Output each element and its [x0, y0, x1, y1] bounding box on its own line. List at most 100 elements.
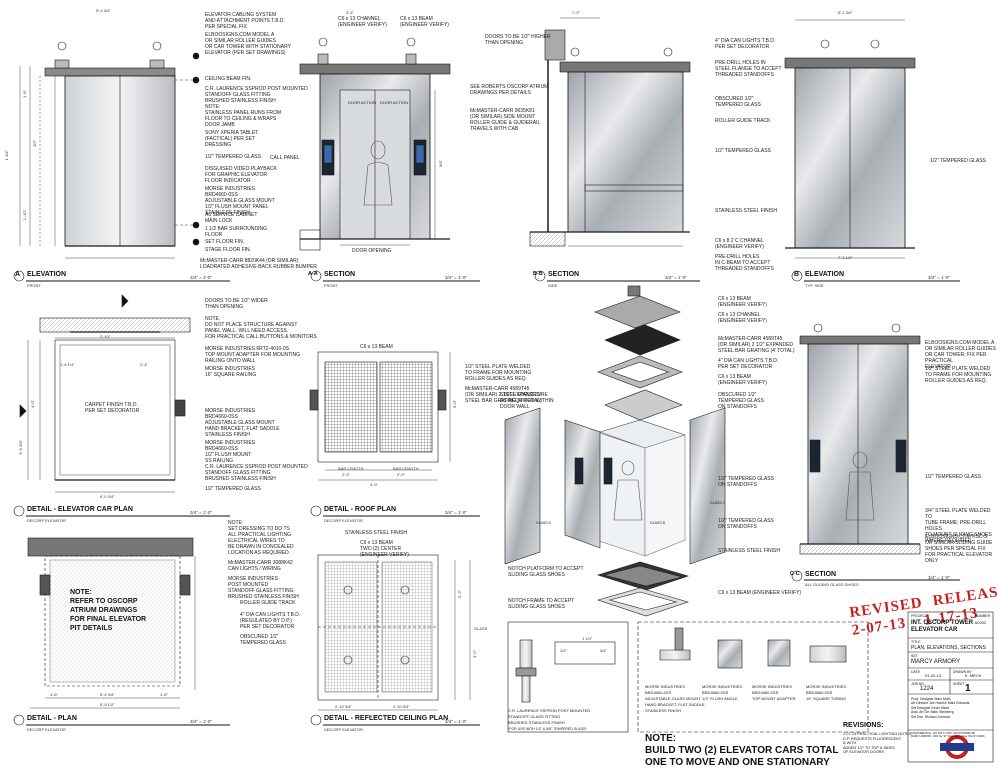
- b-elevation-drawing: [784, 19, 916, 259]
- callout-beam-top: C6 x 13 BEAM (ENGINEER VERIFY): [718, 296, 767, 308]
- tb-address: MARCY ARMORY, 1000 No. ST. Washington, N…: [911, 735, 985, 738]
- callout-stainless-finish: STAINLESS STEEL FINISH: [345, 530, 407, 536]
- tb-sheet-title: PLAN, ELEVATIONS, SECTIONS: [911, 645, 986, 651]
- tb-sheet-no-label: SHEET: [953, 682, 965, 686]
- london-underground-logo: [940, 735, 974, 759]
- dim-plan: 2'-4": [140, 362, 148, 367]
- view-title-a-elevation: ELEVATION: [27, 271, 67, 278]
- tb-sheet-no: 1: [965, 683, 971, 694]
- callout-service-cabinet: A6 SERVICE CABINET MAIN LOCK: [205, 212, 258, 224]
- callout-structure-note: NOTE: DO NOT PLACE STRUCTURE AGAINST PAN…: [205, 316, 317, 340]
- view-scale: 3/4" = 1'-0": [190, 719, 212, 724]
- dim-detail-plan: 5'-4 3/4": [100, 692, 115, 697]
- callout-hand-bracket: MORSE INDUSTRIES BRD4660-0SS ADJUSTABLE …: [645, 684, 705, 713]
- callout-top-mount-adapter: MORSE INDUSTRIES BRD4660-0SS TOP MOUNT A…: [752, 684, 796, 701]
- dim-width: 7'-0": [572, 10, 580, 15]
- tb-code: #0202: [975, 620, 987, 625]
- dim-height: 3/4": [438, 160, 443, 167]
- callout-predrill-beam: PRE-DRILL HOLES IN C-BEAM TO ACCEPT THRE…: [715, 254, 774, 272]
- callout-flush-mount: MORSE INDUSTRIES BRD4660-0SS 1/2" FLUSH …: [205, 440, 256, 464]
- view-title-car-plan: DETAIL - ELEVATOR CAR PLAN: [27, 506, 133, 513]
- callout-beam-bottom: C6 x 13 BEAM (ENGINEER VERIFY): [718, 590, 802, 596]
- dim-height: 1/2": [32, 140, 37, 147]
- callout-atrium-drawings: SEE ROBERTS OSCORP ATRIUM DRAWINGS PER D…: [470, 84, 549, 96]
- view-scale: 3/4" = 1'-0": [445, 275, 467, 280]
- callout-tablet: SONY XPERIA TABLET (FACTICAL) PER SET DR…: [205, 130, 259, 148]
- callout-tempered-glass-a: 1/2" TEMPERED GLASS ON STANDOFFS: [718, 476, 774, 488]
- dim-plan: 6'-0 3/4": [100, 494, 115, 499]
- view-title-b-elevation: ELEVATION: [805, 271, 845, 278]
- roof-plan-drawing: [309, 351, 451, 481]
- callout-sliding-shoes: ELBOOSIGNS.COM KSC-S OR SIMILAR SLIDING …: [925, 534, 993, 564]
- detail-plan-drawing: [27, 537, 196, 709]
- tb-project: INT. OSCORP TOWER ELEVATOR CAR: [911, 620, 974, 633]
- dim-bar-length-right: BAR LENGTH: [393, 466, 419, 471]
- dim-roof: 5'-0": [452, 400, 457, 408]
- callout-crl-fitting: C.R. LAURENCE SSPROD POST MOUNTED STANDO…: [508, 708, 591, 725]
- callout-notch-frame: NOTCH FRAME TO ACCEPT SLIDING GLASS SHOE…: [508, 598, 575, 610]
- tb-job-label: JOB NO.: [911, 682, 926, 686]
- callout-can-lights: 4" DIA CAN LIGHTS T.B.D. PER SET DECORAT…: [715, 38, 776, 50]
- dim-width: 7'-1 1/2": [838, 255, 853, 260]
- view-key-a-a: A-A: [308, 271, 318, 277]
- revision-item: 2-07-13 PRACTICAL LIGHTING NOTES D.P. RE…: [843, 732, 912, 755]
- dim-plan: 5'-6 3/4": [18, 440, 23, 455]
- tb-code-label: NUMBER: [975, 614, 991, 618]
- callout-carpet: CARPET FINISH T.B.D. PER SET DECORATOR: [85, 402, 140, 414]
- callout-roller-track: ROLLER GUIDE TRACK: [240, 600, 296, 606]
- view-title-detail-plan: DETAIL - PLAN: [27, 715, 77, 722]
- callout-side-roller: McMASTER-CARR 9635K81 (OR SIMILAR) SIDE …: [470, 108, 541, 132]
- view-scale: 3/4" = 1'-0": [928, 575, 950, 580]
- hardware-details: [507, 621, 869, 733]
- callout-doors-wider: DOORS TO BE 1/2" WIDER THAN OPENING: [205, 298, 268, 310]
- view-scale: 3/4" = 1'-0": [445, 719, 467, 724]
- view-title-roof-plan: DETAIL - ROOF PLAN: [324, 506, 397, 513]
- view-key-b-b: B-B: [533, 271, 543, 277]
- glass-label-c: GLASS C: [710, 501, 726, 505]
- dim-glass: GLASS: [474, 626, 488, 631]
- callout-set-floor: SET FLOOR FIN.: [205, 239, 245, 245]
- a-a-section-drawing: [299, 37, 451, 251]
- callout-tempered-glass: 1/2" TEMPERED GLASS: [930, 158, 986, 164]
- callout-stainless-note: NOTE: STAINLESS PANEL RUNS FROM FLOOR TO…: [205, 104, 282, 128]
- dim-rcp: 5'-3": [457, 590, 462, 598]
- dim-width: 3'-4": [346, 10, 354, 15]
- glass-label-b: GLASS B: [650, 521, 665, 525]
- callout-door-opening: DOOR OPENING: [352, 248, 392, 254]
- view-sub: SIDE: [548, 283, 558, 288]
- view-sub: FRONT: [324, 283, 338, 288]
- callout-stainless-finish: STAINLESS STEEL FINISH: [718, 548, 780, 554]
- view-sub: TYP. SIDE: [805, 283, 824, 288]
- callout-floor-bar: 1 1/2 BAR SURROUNDING FLOOR: [205, 226, 267, 238]
- callout-tempered-glass-b: 1/2" TEMPERED GLASS ON STANDOFFS: [718, 518, 774, 530]
- glass-label-a: GLASS A: [536, 521, 551, 525]
- callout-ceiling-beam: CEILING BEAM FIN.: [205, 76, 252, 82]
- dim-roof: 2'-0": [397, 472, 405, 477]
- view-sub: DECORP ELEVATOR: [27, 727, 66, 732]
- callout-steel-structure: STEEL STRUCTURE AS REQUIRED WITHIN DOOR …: [500, 392, 554, 410]
- dim-roof: 4'-0": [370, 482, 378, 487]
- callout-roller-track: ROLLER GUIDE TRACK: [715, 118, 771, 124]
- callout-glass-mount: MORSE INDUSTRIES BRD4660-0SS ADJUSTABLE …: [205, 186, 275, 216]
- callout-cabling: ELEVATOR CABLING SYSTEM AND ATTACHMENT P…: [205, 12, 285, 30]
- callout-obscured-glass: OBSCURED 1/2" TEMPERED GLASS: [240, 634, 286, 646]
- callout-standoff-fitting: MORSE INDUSTRIES POST MOUNTED STANDOFF G…: [228, 576, 299, 600]
- callout-rubber-bumper: McMASTER-CARR 8820K44 (OR SIMILAR) LOADR…: [200, 258, 317, 270]
- callout-predrill-flange: PRE-DRILL HOLES IN STEEL FLANGE TO ACCEP…: [715, 60, 782, 78]
- callout-tempered-glass: 1/2" TEMPERED GLASS: [205, 154, 261, 160]
- tb-drawn-label: DRAWN BY: [953, 670, 972, 674]
- callout-wiring-note: NOTE: SET DRESSING TO DO TS ALL PRACTICA…: [228, 520, 294, 556]
- callout-grating: McMASTER-CARR 4589T45 (OR SIMILAR) 2 1/2…: [718, 336, 795, 354]
- callout-bar-grating: McMASTER-CARR 4589T45 (OR SIMILAR) 2 1/2…: [465, 386, 542, 404]
- callout-doors-higher: DOORS TO BE 1/2" HIGHER THAN OPENING: [485, 34, 551, 46]
- tb-project-label: PROJECT: [911, 614, 928, 618]
- dim-rcp: 2'-10 3/4": [335, 704, 352, 709]
- dim-plan: 4'-0": [30, 400, 35, 408]
- dim-roof: 2'-0": [342, 472, 350, 477]
- dim-bar-length-left: BAR LENGTH: [338, 466, 364, 471]
- tb-drawn: K. MECK: [965, 673, 982, 678]
- view-sub: DECORP ELEVATOR: [27, 518, 66, 523]
- dim-hardware: 1/2": [560, 648, 567, 653]
- dim-height: 1'-10": [22, 210, 27, 221]
- callout-stage-floor: STAGE FLOOR FIN.: [205, 247, 252, 253]
